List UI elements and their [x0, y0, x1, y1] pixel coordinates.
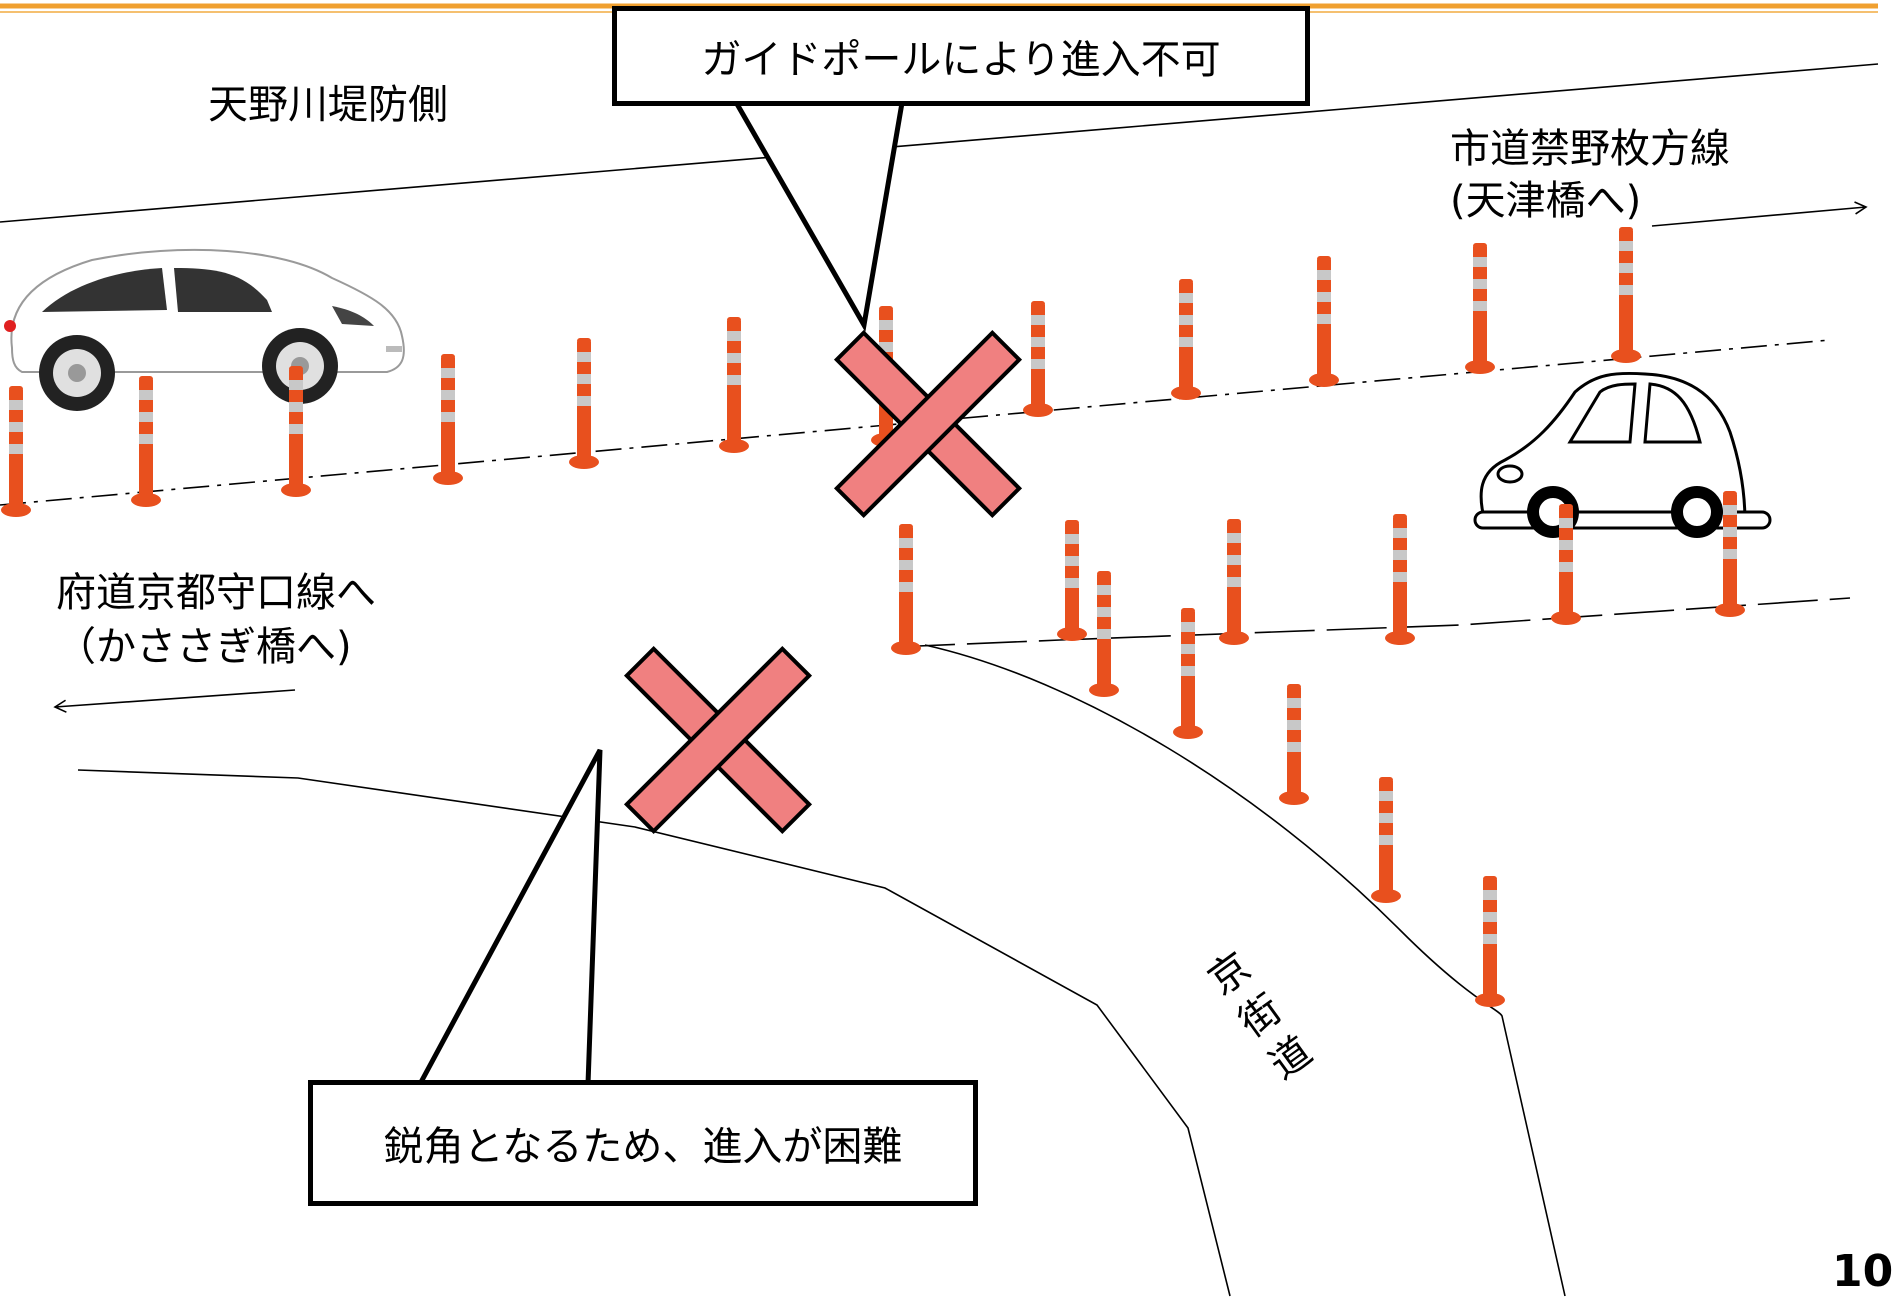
right-road-edge [894, 597, 1851, 648]
city-road-label-line1: 市道禁野枚方線 [1450, 126, 1730, 172]
arrow-to-kasasagi-bridge [53, 689, 296, 713]
guide-pole [1475, 876, 1505, 1007]
x-mark-icon [623, 645, 813, 835]
guide-pole [1385, 514, 1415, 645]
guide-pole [719, 317, 749, 453]
guide-pole [1715, 491, 1745, 617]
guide-pole [1465, 243, 1495, 374]
guide-pole [891, 524, 921, 655]
guide-pole [131, 376, 161, 507]
car-outline-icon [1473, 371, 1772, 538]
guide-pole [1057, 520, 1087, 641]
guide-pole [1611, 227, 1641, 363]
arrow-to-amatsu-bridge [1651, 201, 1868, 227]
guide-pole [1173, 608, 1203, 739]
kyokaido-outer-edge [77, 769, 1231, 1297]
guide-pole [433, 354, 463, 485]
guide-pole [1371, 777, 1401, 903]
guide-pole-callout-tail [730, 95, 906, 333]
embankment-edge-line [0, 63, 1879, 223]
guide-pole [1309, 256, 1339, 387]
acute-angle-callout-tail [417, 748, 603, 1086]
city-road-label-line2: (天津橋へ) [1450, 178, 1642, 224]
guide-pole [1, 386, 31, 517]
centerline-upper [0, 339, 1831, 506]
acute-angle-callout: 鋭角となるため、進入が困難 [308, 1080, 978, 1206]
guide-pole [281, 366, 311, 497]
page-number: 10 [1832, 1246, 1893, 1297]
pref-road-label-line2: （かささぎ橋へ) [56, 624, 352, 670]
acute-angle-callout-text: 鋭角となるため、進入が困難 [383, 1124, 903, 1170]
callout-tails [417, 95, 906, 1086]
guide-pole-group [1, 227, 1745, 1007]
guide-pole [569, 338, 599, 469]
guide-pole [1551, 504, 1581, 625]
car-photo-icon [4, 248, 405, 411]
embankment-label: 天野川堤防側 [208, 82, 448, 128]
guide-pole [1023, 301, 1053, 417]
guide-pole [1089, 571, 1119, 697]
guide-pole [1219, 519, 1249, 645]
guide-pole-callout-text: ガイドポールにより進入不可 [701, 37, 1221, 83]
guide-pole [1171, 279, 1201, 400]
guide-pole [1279, 684, 1309, 805]
pref-road-label-line1: 府道京都守口線へ [56, 570, 376, 616]
x-mark-icon [833, 329, 1023, 519]
guide-pole-callout: ガイドポールにより進入不可 [612, 6, 1310, 106]
